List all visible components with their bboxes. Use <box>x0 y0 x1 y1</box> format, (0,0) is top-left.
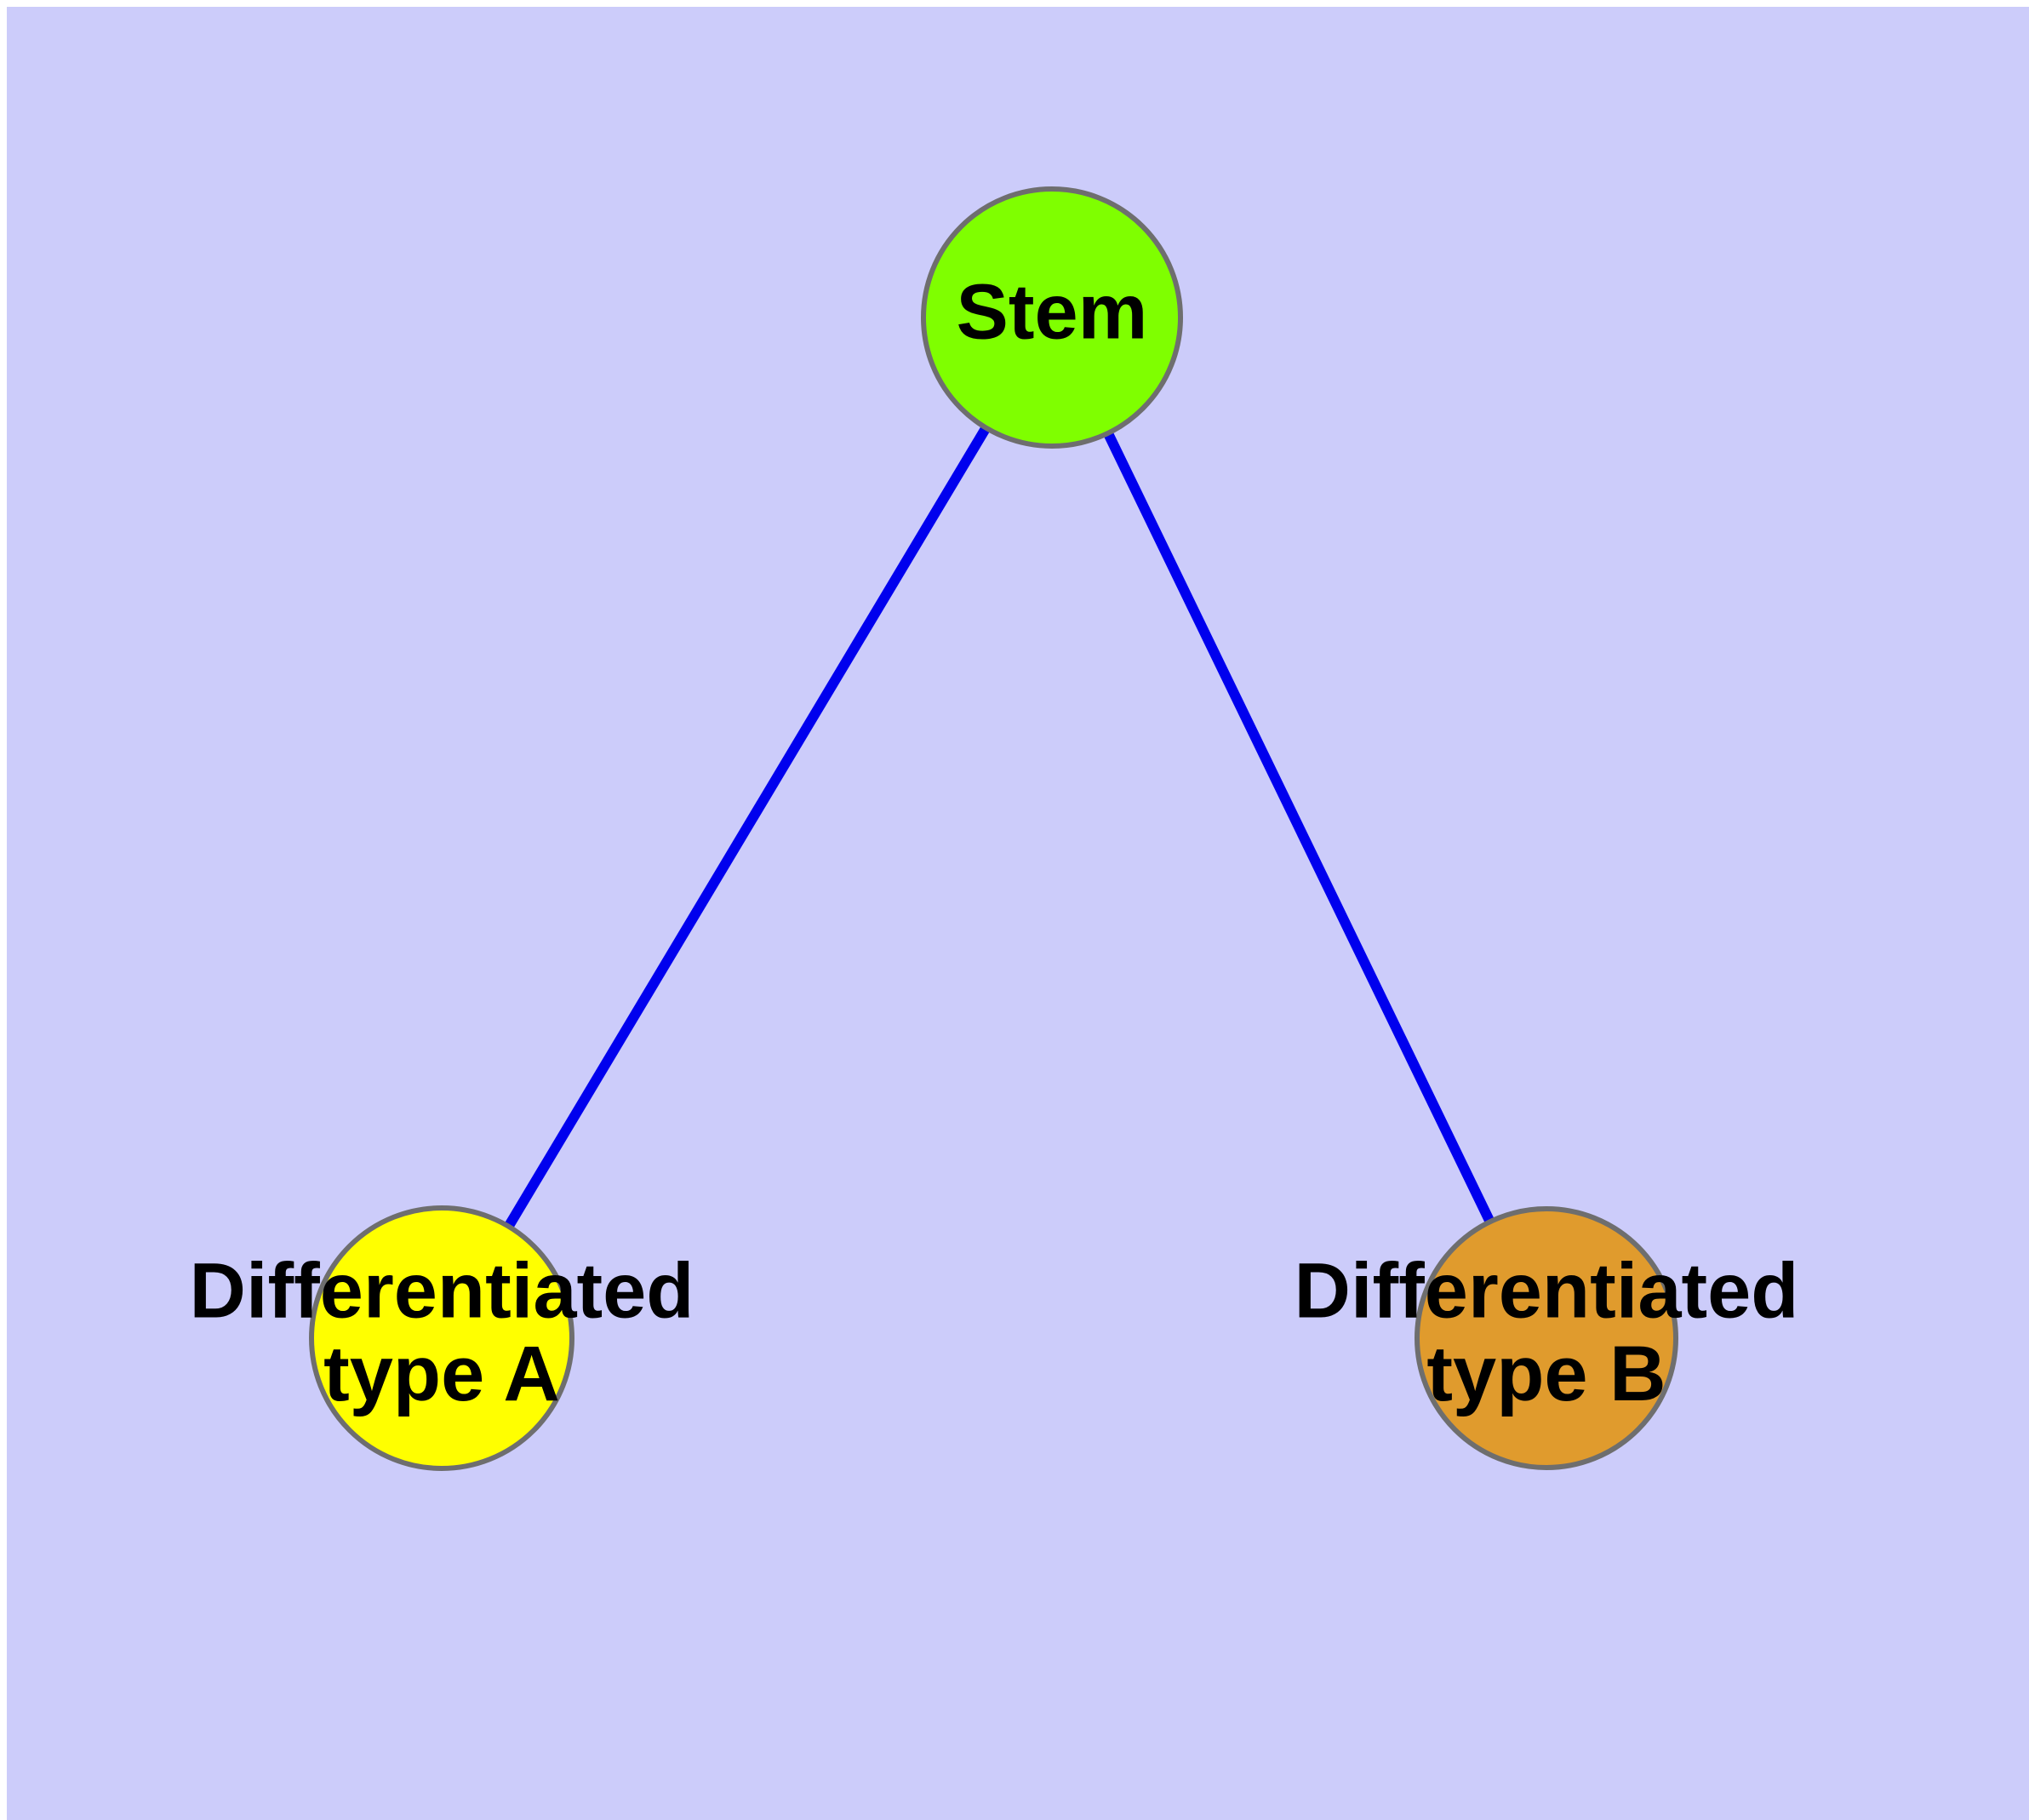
node-label-differentiated-type-b-line1: Differentiated <box>1295 1248 1799 1335</box>
label-layer: Stem Differentiated type A Differentiate… <box>190 268 1799 1417</box>
node-label-differentiated-type-b-line2: type B <box>1426 1331 1666 1417</box>
node-label-stem: Stem <box>957 268 1148 355</box>
node-differentiated-type-a[interactable] <box>309 1205 574 1471</box>
edge-layer <box>503 423 1495 1231</box>
edge-stem-to-differentiated-type-a[interactable] <box>503 423 992 1231</box>
node-differentiated-type-b[interactable] <box>1415 1206 1678 1470</box>
edge-stem-to-differentiated-type-b[interactable] <box>1102 429 1495 1226</box>
node-label-differentiated-type-a-line1: Differentiated <box>190 1248 694 1335</box>
node-stem[interactable] <box>921 186 1183 449</box>
node-layer <box>309 186 1678 1471</box>
node-label-differentiated-type-a-line2: type A <box>323 1331 560 1417</box>
